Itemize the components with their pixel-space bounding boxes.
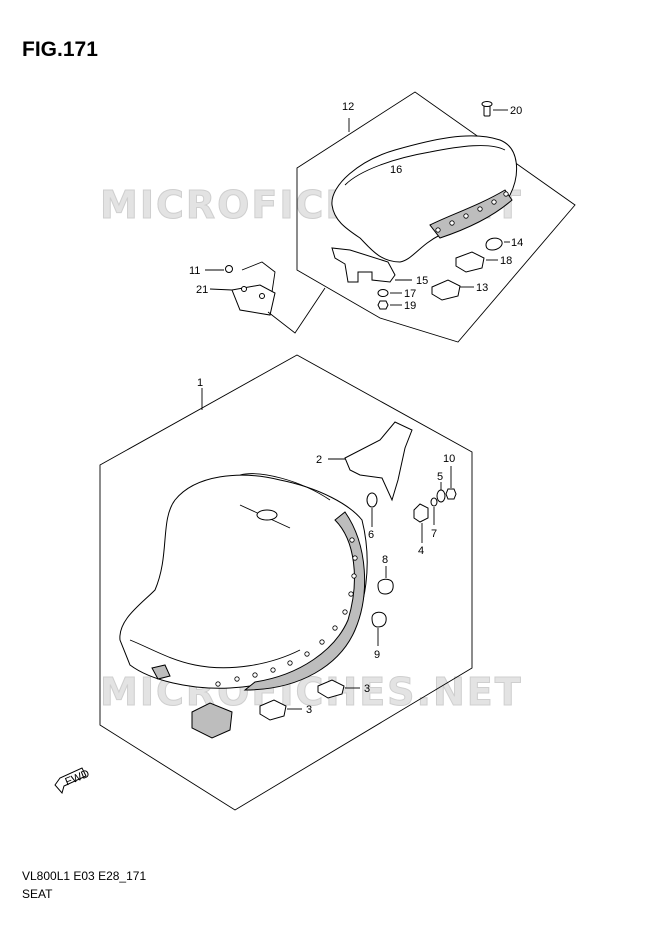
clamp-13 [431,279,461,301]
clamp-3a [317,679,345,699]
callout-2: 2 [316,454,322,466]
rear-seat-group-outline [296,91,576,343]
callout-11: 11 [189,265,200,277]
callout-18: 18 [500,255,512,267]
screw-20 [481,101,493,117]
callout-5: 5 [437,471,443,483]
washer-5 [436,489,446,503]
callout-14: 14 [511,237,523,249]
callout-16: 16 [390,164,402,176]
callout-6: 6 [368,529,374,541]
passenger-seat [331,135,518,263]
nut-4 [413,503,429,523]
callout-19: 19 [404,300,416,312]
bolt-11 [225,265,233,273]
seat-bracket [331,247,396,283]
grab-bracket-21 [231,261,276,316]
washer-17 [377,289,389,297]
callout-8: 8 [382,554,388,566]
nut-19 [377,300,389,310]
callout-20: 20 [510,105,522,117]
callout-17: 17 [404,288,416,300]
leader-21-link [267,287,326,334]
cushion-9 [371,611,387,628]
callout-9: 9 [374,649,380,661]
fwd-arrow-icon: FWD [54,767,91,795]
callout-4: 4 [418,545,424,557]
washer-6 [366,492,378,508]
callout-21: 21 [196,284,208,296]
cushion-8 [377,578,394,595]
callout-1: 1 [197,377,203,389]
callout-12: 12 [342,101,354,113]
callout-10: 10 [443,453,455,465]
rubber-block [191,702,233,739]
callout-15: 15 [416,275,428,287]
callout-7: 7 [431,528,437,540]
callout-13: 13 [476,282,488,294]
callout-3a: 3 [364,683,370,695]
cushion-14 [485,237,503,251]
figure-caption: SEAT [22,887,53,901]
figure-title: FIG.171 [22,38,98,61]
watermark-bottom: MICROFICHES.NET [100,670,523,714]
main-seat-group-outline [99,354,473,811]
callout-3b: 3 [306,704,312,716]
fwd-label: FWD [63,768,91,789]
leader-21 [209,288,233,291]
washer-7 [430,497,438,507]
clamp-3b [259,699,287,721]
seat-bracket-2 [344,421,413,502]
main-seat [119,473,368,691]
seat-emblem [239,504,291,529]
nut-10 [445,488,457,500]
figure-code: VL800L1 E03 E28_171 [22,869,147,883]
clamp-18 [455,251,485,273]
